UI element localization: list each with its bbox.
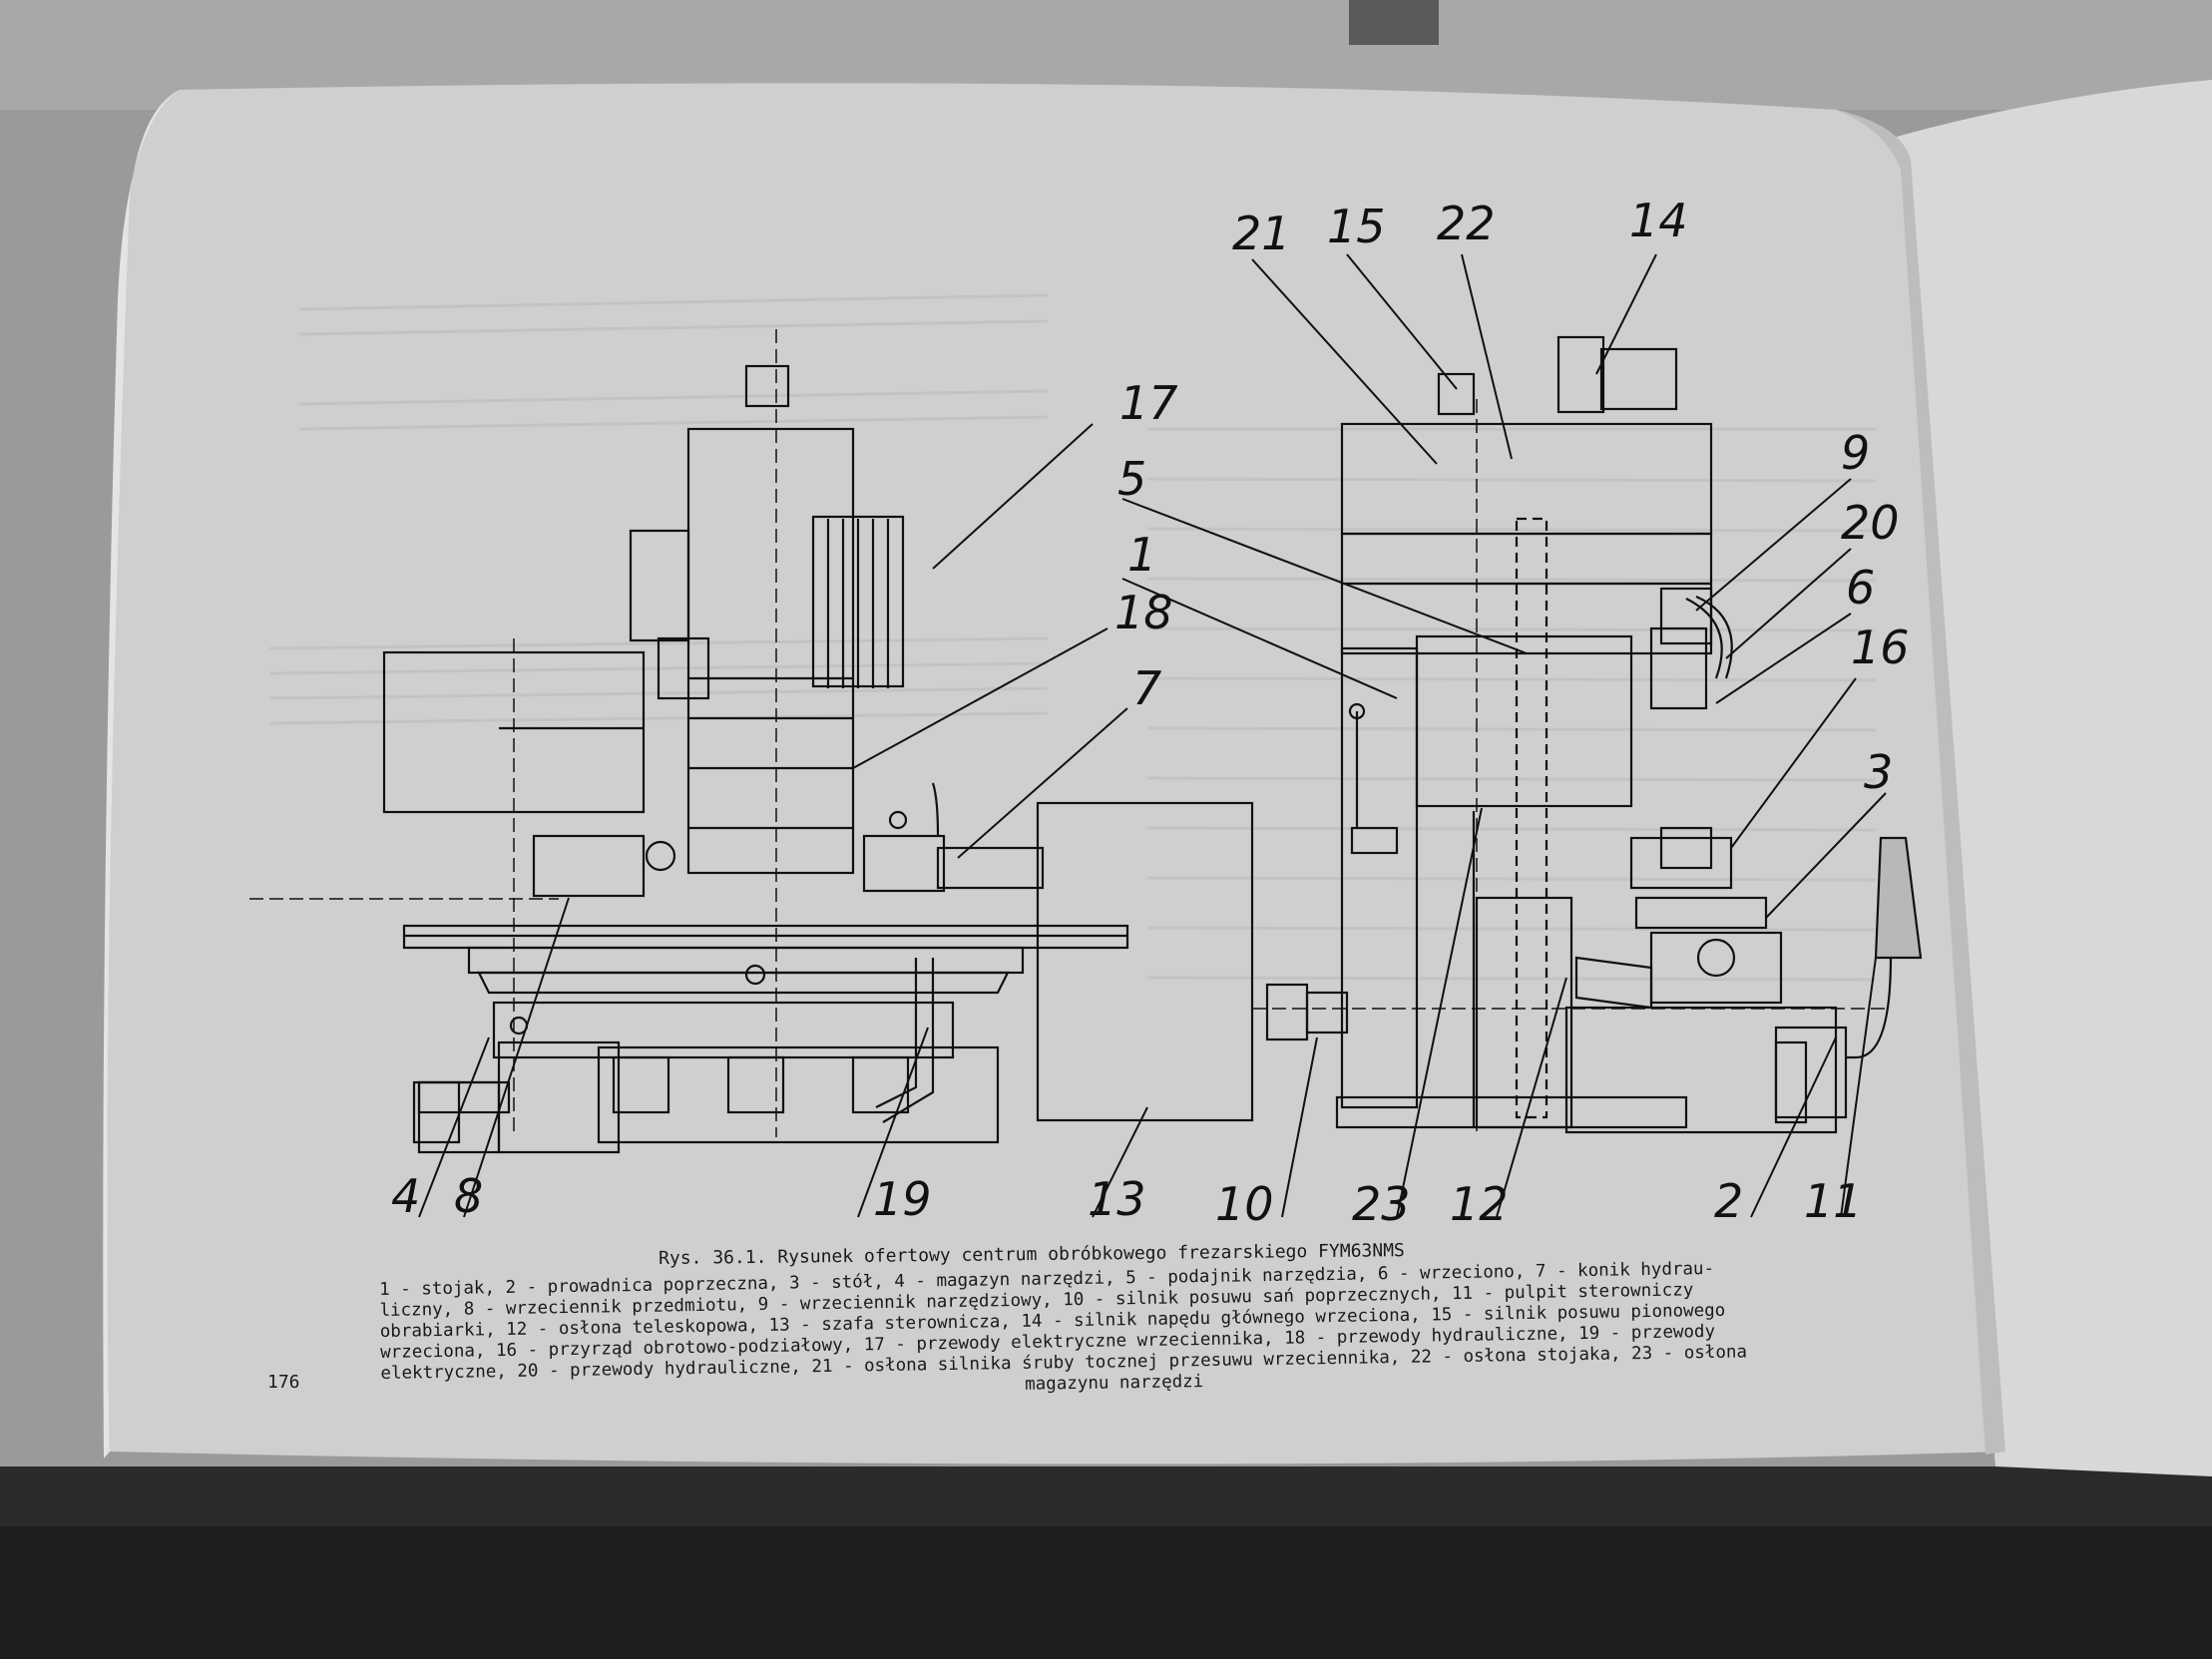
callout-20: 20 bbox=[1841, 496, 1900, 550]
callout-12: 12 bbox=[1450, 1177, 1509, 1231]
callout-7: 7 bbox=[1132, 661, 1161, 715]
callout-13: 13 bbox=[1088, 1172, 1146, 1226]
page-number: 176 bbox=[267, 1372, 300, 1393]
callout-11: 11 bbox=[1804, 1174, 1863, 1228]
callout-leaders bbox=[418, 253, 1887, 1218]
callout-6: 6 bbox=[1846, 561, 1875, 615]
callout-9: 9 bbox=[1841, 426, 1870, 480]
callout-21: 21 bbox=[1232, 207, 1291, 260]
callouts-left-view: 17 5 1 18 7 4 8 19 13 bbox=[391, 376, 1178, 1226]
machine-front-view bbox=[1252, 335, 1923, 1137]
callout-19: 19 bbox=[873, 1172, 932, 1226]
callout-8: 8 bbox=[454, 1169, 483, 1223]
callout-16: 16 bbox=[1851, 621, 1910, 674]
callout-17: 17 bbox=[1119, 376, 1178, 430]
figure-legend: 1 - stojak, 2 - prowadnica poprzeczna, 3… bbox=[379, 1256, 1908, 1406]
callout-4: 4 bbox=[391, 1169, 420, 1223]
callout-15: 15 bbox=[1327, 200, 1386, 253]
callout-1: 1 bbox=[1127, 528, 1156, 582]
callouts-right-view: 21 15 22 14 9 20 6 16 3 10 23 12 2 11 bbox=[1215, 194, 1910, 1231]
callout-18: 18 bbox=[1114, 586, 1173, 639]
right-page bbox=[1886, 80, 2212, 1476]
callout-23: 23 bbox=[1352, 1177, 1411, 1231]
machine-side-view bbox=[249, 329, 1254, 1154]
callout-2: 2 bbox=[1714, 1174, 1743, 1228]
callout-5: 5 bbox=[1117, 452, 1146, 506]
callout-3: 3 bbox=[1864, 745, 1893, 799]
callout-10: 10 bbox=[1215, 1177, 1274, 1231]
callout-22: 22 bbox=[1437, 197, 1496, 250]
callout-14: 14 bbox=[1629, 194, 1688, 247]
